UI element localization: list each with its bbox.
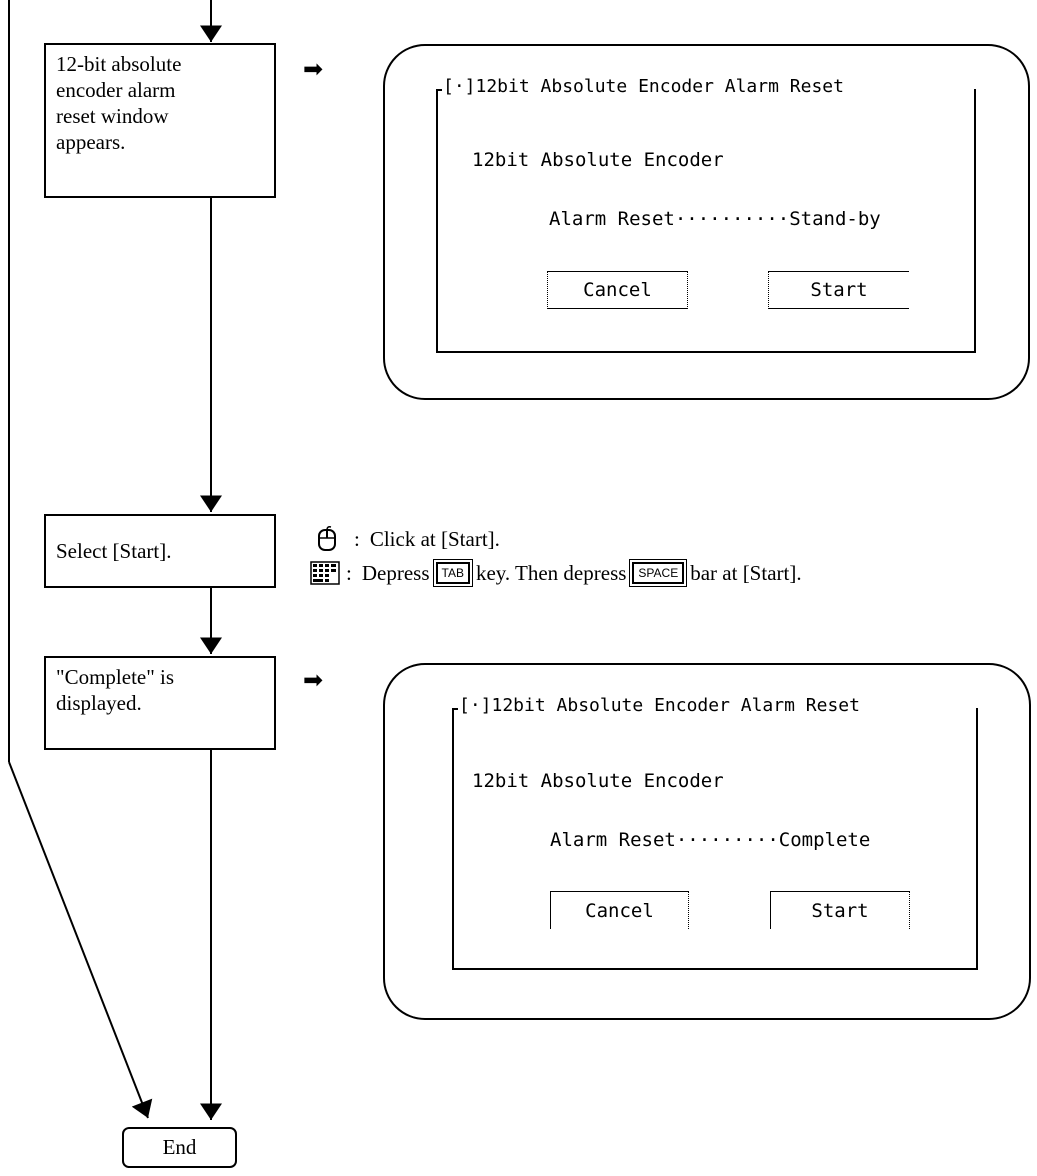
mouse-instruction-text: Click at [Start]. — [369, 527, 500, 551]
monitor-screen-2: [·]12bit Absolute Encoder Alarm Reset 12… — [383, 663, 1031, 1020]
encoder-label: 12bit Absolute Encoder — [472, 149, 724, 171]
step-alarm-window-text: 12-bit absolute encoder alarm reset wind… — [56, 52, 182, 154]
keyboard-text-b: key. Then depress — [475, 561, 627, 585]
step-complete: "Complete" is displayed. — [44, 656, 276, 750]
loop-diagonal — [8, 761, 153, 1119]
mouse-separator: : — [354, 527, 360, 551]
keyboard-text-a: Depress — [361, 561, 430, 585]
start-button[interactable]: Start — [768, 271, 909, 309]
end-label: End — [162, 1135, 197, 1159]
step-select-start-text: Select [Start]. — [56, 539, 172, 563]
tab-key: TAB — [432, 559, 473, 587]
window-title: [·]12bit Absolute Encoder Alarm Reset — [442, 76, 845, 98]
window-title: [·]12bit Absolute Encoder Alarm Reset — [458, 695, 861, 717]
start-button[interactable]: Start — [770, 891, 910, 929]
alarm-reset-status: Alarm Reset·········Complete — [550, 829, 871, 851]
mouse-icon — [318, 526, 336, 551]
alarm-reset-window-complete: [·]12bit Absolute Encoder Alarm Reset 12… — [452, 695, 978, 970]
encoder-label: 12bit Absolute Encoder — [472, 770, 724, 792]
alarm-reset-status: Alarm Reset··········Stand-by — [549, 208, 881, 230]
keyboard-text-c: bar at [Start]. — [690, 561, 802, 585]
mouse-instruction: : Click at [Start]. — [316, 526, 500, 552]
keyboard-instruction: : Depress TAB key. Then depress SPACE ba… — [310, 559, 802, 587]
right-arrow-icon: ➡ — [303, 666, 324, 694]
step-alarm-window: 12-bit absolute encoder alarm reset wind… — [44, 43, 276, 198]
cancel-button[interactable]: Cancel — [547, 271, 688, 309]
step-select-start: Select [Start]. — [44, 514, 276, 588]
end-terminal: End — [122, 1127, 237, 1168]
keyboard-separator: : — [346, 561, 352, 585]
cancel-button-label: Cancel — [583, 279, 652, 301]
keyboard-icon — [310, 561, 340, 585]
right-arrow-icon: ➡ — [303, 55, 324, 83]
start-button-label: Start — [811, 899, 869, 922]
alarm-reset-window-standby: [·]12bit Absolute Encoder Alarm Reset 12… — [436, 76, 976, 353]
monitor-screen-1: [·]12bit Absolute Encoder Alarm Reset 12… — [383, 44, 1030, 400]
cancel-button-label: Cancel — [585, 899, 654, 922]
start-button-label: Start — [810, 279, 868, 301]
cancel-button[interactable]: Cancel — [550, 891, 689, 929]
space-key: SPACE — [629, 559, 688, 587]
step-complete-text: "Complete" is displayed. — [56, 665, 175, 715]
